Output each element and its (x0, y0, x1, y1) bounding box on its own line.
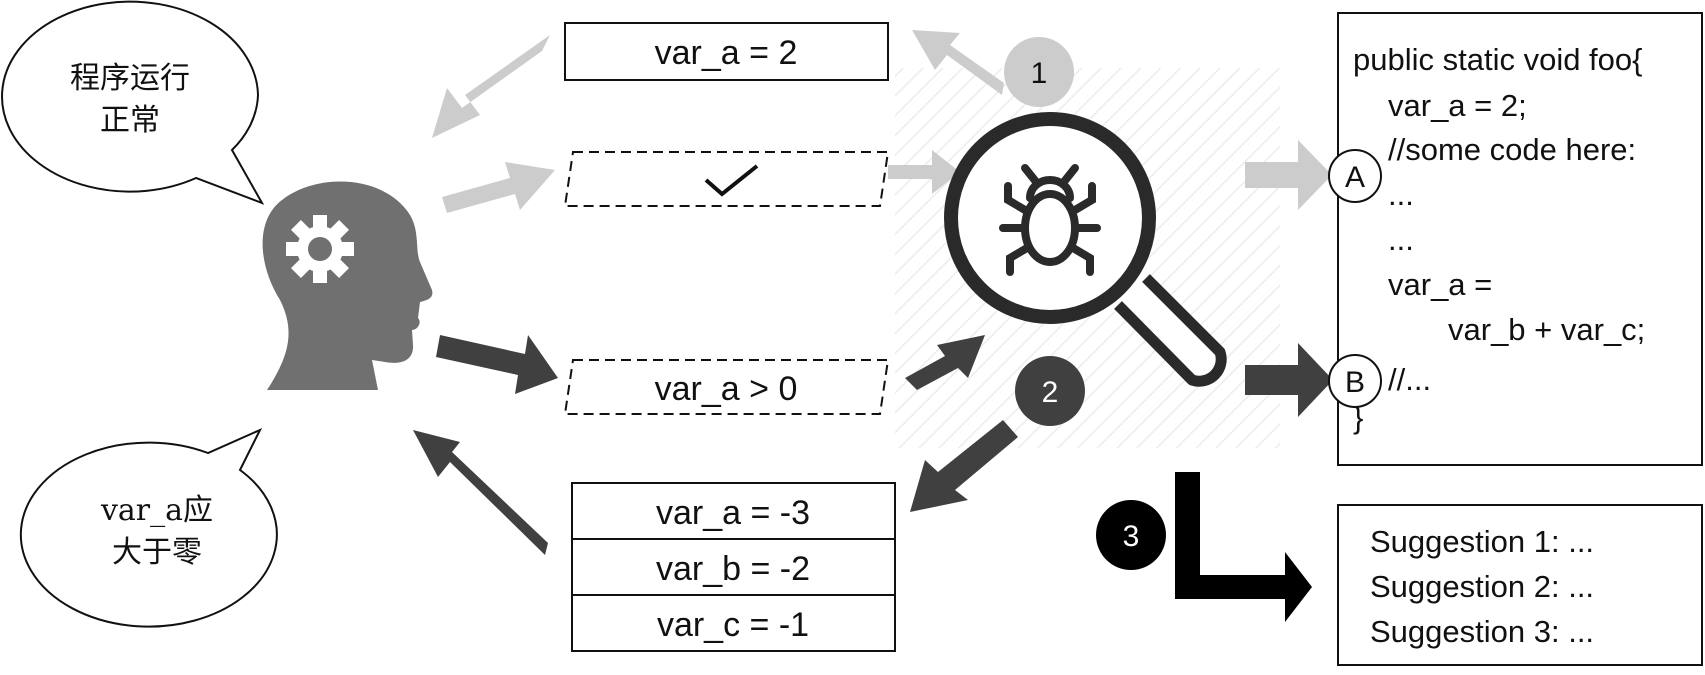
code-line-6: var_a = (1388, 267, 1492, 302)
code-line-3: //some code here: (1388, 132, 1636, 167)
code-line-5: ... (1388, 222, 1414, 257)
step-3-label: 3 (1123, 520, 1140, 553)
arrow-condition-to-magnifier (905, 335, 985, 390)
code-line-1: public static void foo{ (1353, 42, 1643, 77)
bubble-bottom-line-2: 大于零 (112, 535, 202, 570)
assign-box: var_a = 2 (564, 22, 889, 81)
marker-a: A (1328, 149, 1382, 203)
marker-a-label: A (1345, 161, 1365, 194)
suggestion-1: Suggestion 1: ... (1370, 524, 1594, 559)
bubble-bottom-line-1: var_a应 (100, 493, 213, 528)
head-gear-icon (262, 181, 433, 390)
bug-magnifier-icon (944, 112, 1227, 387)
speech-bubble-top: 程序运行 正常 (1, 0, 265, 205)
value-row-1: var_a = -3 (656, 494, 810, 532)
code-line-7: var_b + var_c; (1448, 312, 1645, 347)
bubble-top-line-1: 程序运行 (70, 61, 190, 96)
marker-b-label: B (1345, 366, 1365, 399)
step-1-label: 1 (1031, 57, 1048, 90)
code-line-8: //... (1388, 362, 1431, 397)
step-badge-3: 3 (1096, 500, 1166, 570)
step-2-label: 2 (1042, 376, 1059, 409)
dark-arrows (413, 335, 1333, 555)
code-line-9: } (1353, 400, 1363, 435)
suggestion-2: Suggestion 2: ... (1370, 569, 1594, 604)
arrow-to-suggestions (1175, 472, 1312, 622)
condition-box: var_a > 0 (563, 359, 890, 415)
values-table: var_a = -3 var_b = -2 var_c = -1 (571, 482, 896, 652)
checkmark-icon (704, 164, 759, 197)
code-panel: public static void foo{ var_a = 2; //som… (1337, 12, 1703, 466)
arrow-to-marker-b (1245, 343, 1333, 417)
arrow-values-to-person (413, 430, 548, 555)
arrow-person-to-check (442, 162, 555, 213)
light-arrows (432, 30, 1332, 213)
condition-box-label: var_a > 0 (655, 370, 798, 408)
arrow-to-marker-a (1245, 140, 1332, 210)
suggestions-panel: Suggestion 1: ... Suggestion 2: ... Sugg… (1337, 504, 1703, 666)
marker-b: B (1328, 354, 1382, 408)
value-row-2: var_b = -2 (656, 550, 810, 588)
arrow-person-to-condition (436, 335, 558, 394)
code-line-4: ... (1388, 177, 1414, 212)
bubble-top-line-2: 正常 (100, 103, 160, 138)
arrow-magnifier-to-values (910, 420, 1018, 512)
value-row-3: var_c = -1 (657, 606, 809, 644)
step-badge-2: 2 (1015, 356, 1085, 426)
suggestion-3: Suggestion 3: ... (1370, 614, 1594, 649)
check-box (563, 151, 890, 207)
step-badge-1: 1 (1004, 37, 1074, 107)
speech-bubble-bottom: var_a应 大于零 (19, 427, 278, 628)
arrow-check-to-magnifier (888, 150, 960, 194)
code-line-2: var_a = 2; (1388, 88, 1527, 123)
arrow-magnifier-to-box1 (912, 30, 1004, 95)
assign-box-label: var_a = 2 (655, 34, 798, 72)
arrow-box1-to-person (432, 35, 550, 138)
